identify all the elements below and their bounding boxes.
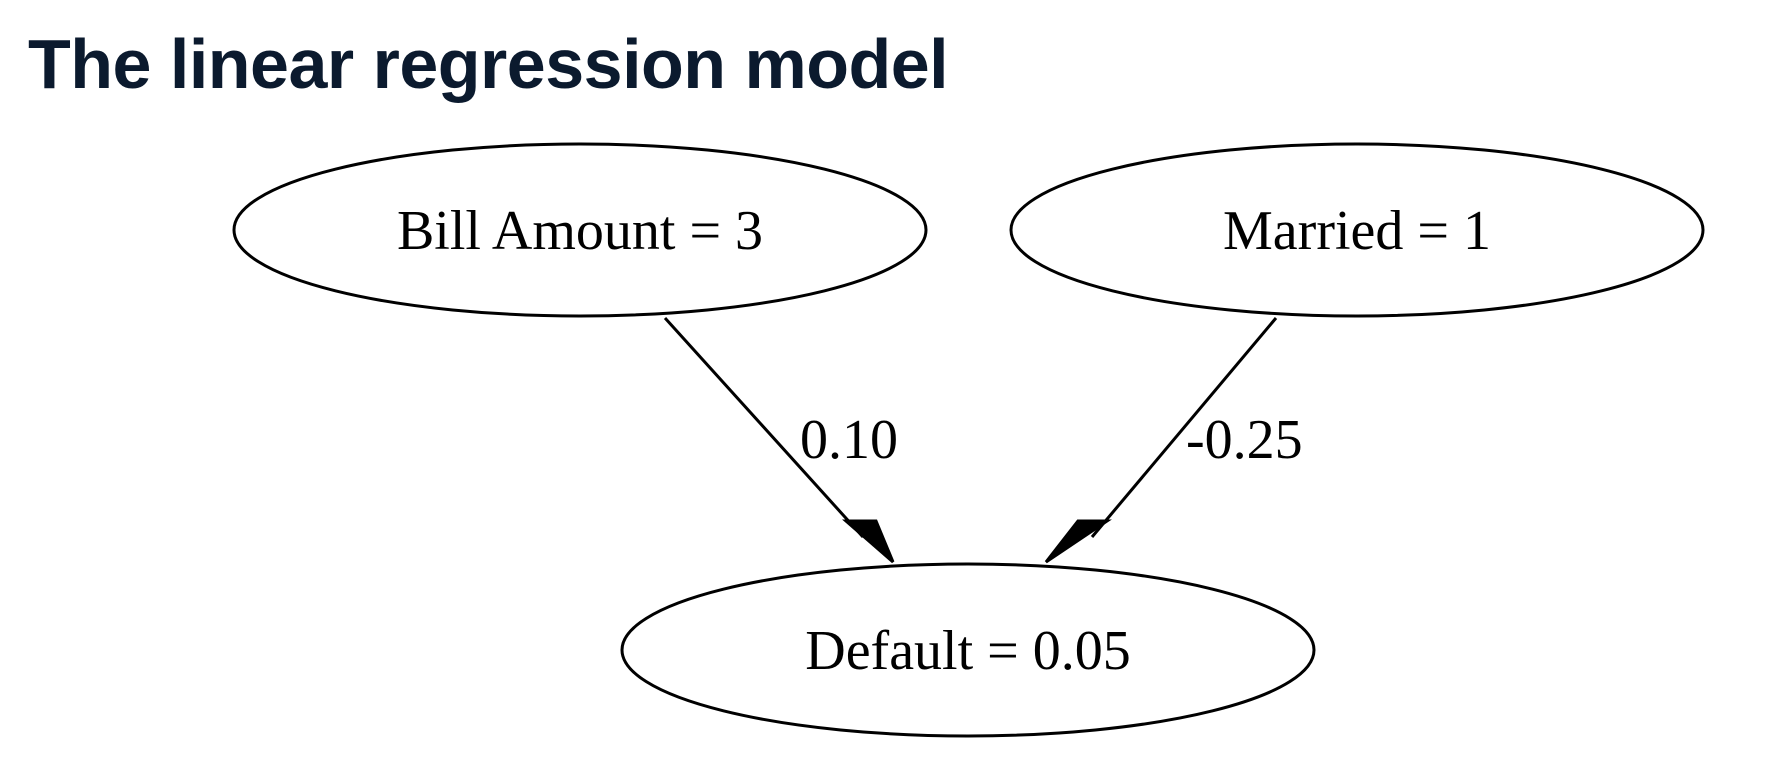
- arrowhead-bill-to-default: [841, 519, 895, 564]
- node-married-ellipse: [1009, 142, 1705, 318]
- node-default: Default = 0.05: [620, 562, 1316, 738]
- arrowhead-married-to-default: [1044, 519, 1112, 564]
- node-bill-amount: Bill Amount = 3: [232, 142, 928, 318]
- edge-label-married-to-default: -0.25: [1186, 409, 1303, 471]
- edge-label-bill-to-default: 0.10: [800, 409, 898, 471]
- edge-line-bill-to-default: [663, 316, 865, 539]
- edge-married-to-default: -0.25: [1044, 317, 1303, 564]
- edge-bill-to-default: 0.10: [663, 316, 898, 564]
- node-bill-amount-ellipse: [232, 142, 928, 318]
- edge-line-married-to-default: [1090, 317, 1278, 538]
- node-default-ellipse: [620, 562, 1316, 738]
- node-married-label: Married = 1: [1223, 200, 1491, 262]
- node-bill-amount-label: Bill Amount = 3: [397, 200, 763, 262]
- node-married: Married = 1: [1009, 142, 1705, 318]
- node-default-label: Default = 0.05: [805, 620, 1131, 682]
- page-title: The linear regression model: [28, 25, 949, 103]
